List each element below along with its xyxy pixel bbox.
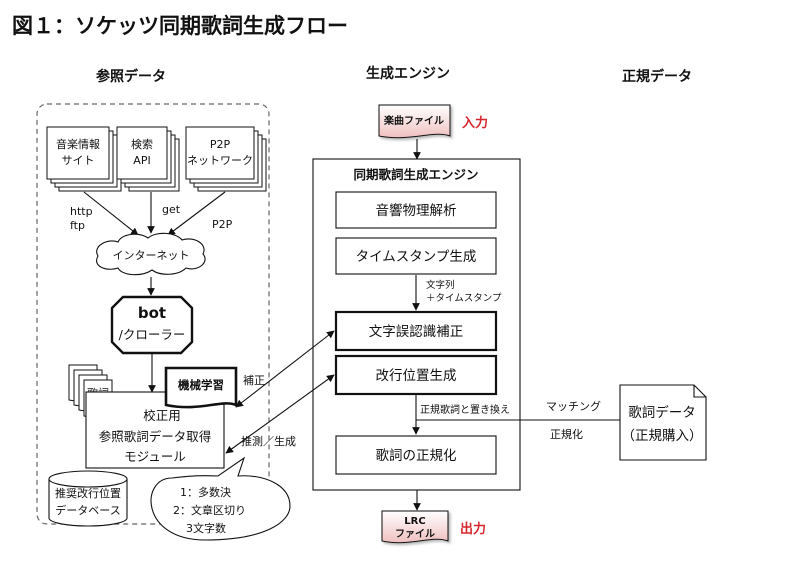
canonical-doc-label-2: （正規購入） (622, 428, 703, 444)
note-string: 文字列 (426, 279, 455, 291)
step-linebreak-generation (334, 354, 498, 396)
output-label: 出力 (460, 521, 486, 537)
edge-label-get: get (162, 203, 181, 216)
source-search-api: 検索 API (116, 126, 180, 192)
machine-learning-label: 機械学習 (178, 378, 224, 392)
output-lrc-file (381, 510, 449, 544)
step-timestamp-generation-label: タイムスタンプ生成 (356, 249, 477, 265)
replace-note: 正規歌詞と置き換え (420, 403, 510, 416)
database-label-2: データベース (55, 503, 120, 517)
edge-label-http: http (70, 205, 93, 218)
column-heading-reference: 参照データ (96, 68, 166, 85)
correction-label: 補正 (243, 374, 265, 387)
input-music-file (378, 104, 451, 139)
bot-crawler-box (110, 295, 194, 355)
step-timestamp-generation (335, 237, 497, 275)
recommended-linebreak-database (48, 470, 128, 527)
source-p2p-network: P2P ネットワーク (185, 126, 267, 192)
module-label-1: 校正用 (143, 408, 181, 423)
edge-label-p2p: P2P (212, 218, 233, 231)
bubble-label-3: 3文字数 (186, 521, 226, 535)
canonical-lyrics-doc (619, 384, 707, 461)
source-label-2: サイト (62, 154, 95, 167)
module-label-3: モジュール (124, 449, 186, 464)
column-heading-canonical: 正規データ (622, 68, 692, 85)
engine-panel-title: 同期歌詞生成エンジン (353, 167, 478, 182)
step-lyrics-normalization-label: 歌詞の正規化 (376, 448, 457, 464)
step-linebreak-generation-label: 改行位置生成 (376, 368, 457, 384)
canonical-doc-label-1: 歌詞データ (628, 404, 696, 421)
matching-label: マッチング (546, 399, 601, 413)
step-lyrics-normalization (335, 435, 497, 475)
database-label-1: 推奨改行位置 (55, 486, 121, 500)
normalize-label: 正規化 (550, 427, 583, 441)
inference-label: 推測／生成 (241, 434, 296, 448)
edge-label-ftp: ftp (70, 219, 85, 232)
bubble-label-1: 1：多数決 (180, 485, 231, 499)
step-acoustic-analysis-label: 音響物理解析 (376, 202, 457, 219)
reference-data-container (36, 103, 270, 525)
arrow-inference-link (225, 374, 335, 454)
bubble-label-2: 2：文章区切り (173, 503, 246, 517)
method-bubble (150, 456, 291, 541)
step-acoustic-analysis (335, 191, 497, 229)
source-label-1: 検索 (131, 137, 153, 151)
step-misrecognition-correction (334, 310, 498, 352)
source-music-info-site: 音楽情報 サイト (46, 126, 122, 192)
input-label: 入力 (462, 115, 488, 131)
source-label-1: P2P (210, 138, 231, 151)
source-label-2: ネットワーク (187, 154, 253, 167)
note-timestamp: ＋タイムスタンプ (426, 293, 502, 304)
doc-fold-corner (693, 385, 706, 398)
arrow-p2p-to-internet (167, 191, 226, 236)
internet-cloud (96, 232, 206, 276)
module-label-2: 参照歌詞データ取得 (99, 429, 212, 444)
bot-title: bot (138, 304, 166, 322)
source-label-2: API (133, 154, 150, 167)
output-file-label-2: ファイル (395, 528, 435, 540)
figure-title: 図１：ソケッツ同期歌詞生成フロー (12, 14, 348, 38)
internet-label: インターネット (113, 249, 190, 262)
arrow-site-to-internet (83, 191, 139, 236)
column-heading-engine: 生成エンジン (366, 65, 450, 82)
output-file-label-1: LRC (404, 516, 425, 527)
step-misrecognition-correction-label: 文字誤認識補正 (369, 324, 464, 340)
source-label-1: 音楽情報 (56, 137, 100, 151)
input-file-label: 楽曲ファイル (383, 114, 444, 127)
bot-subtitle: /クローラー (119, 327, 186, 342)
